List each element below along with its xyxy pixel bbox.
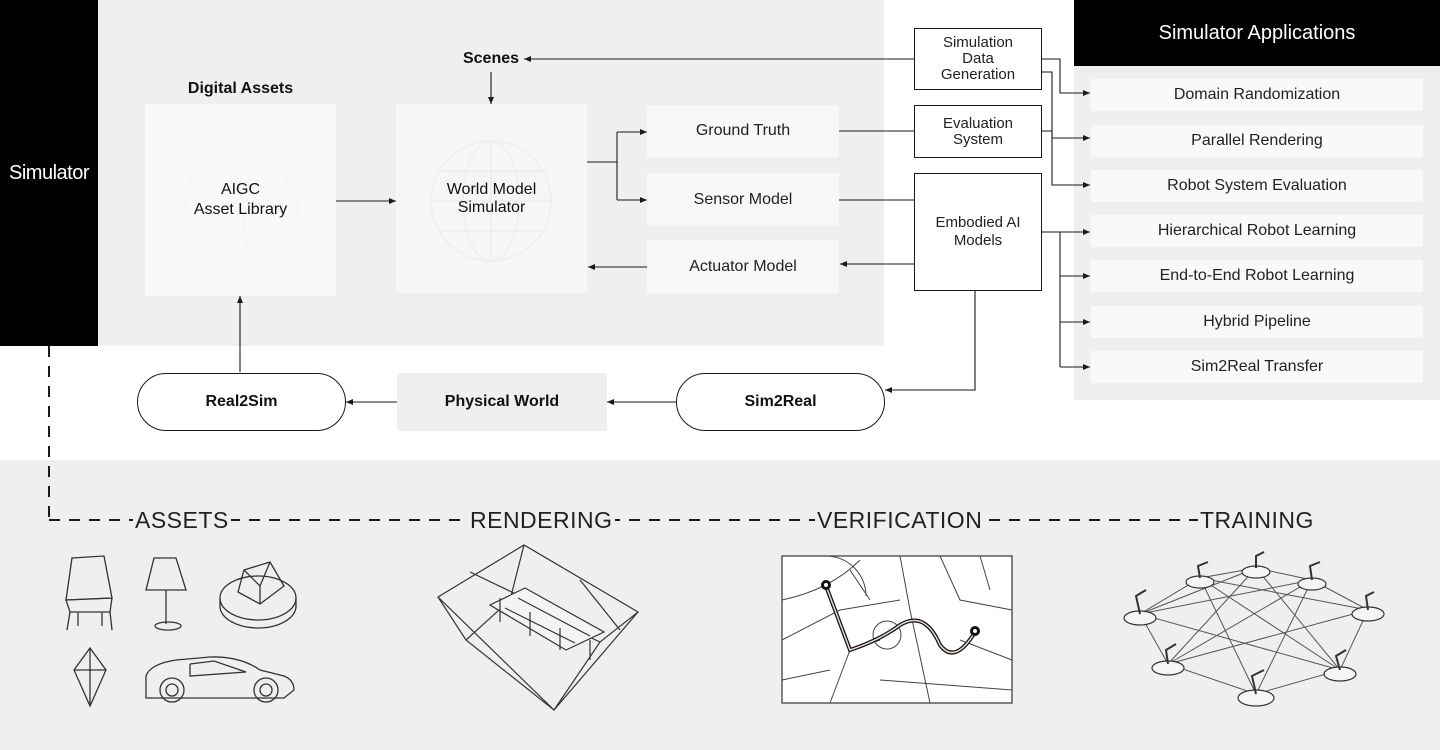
sensor-model-node[interactable]: Sensor Model bbox=[647, 173, 839, 226]
sim-data-generation-box[interactable]: Simulation Data Generation bbox=[914, 28, 1042, 90]
simulator-tab: Simulator bbox=[0, 0, 98, 346]
stage-label-rendering: RENDERING bbox=[468, 506, 615, 534]
app-item-domain-randomization[interactable]: Domain Randomization bbox=[1091, 79, 1423, 111]
physical-world-node[interactable]: Physical World bbox=[397, 373, 607, 431]
world-model-box[interactable] bbox=[396, 104, 587, 293]
stage-label-assets: ASSETS bbox=[133, 506, 231, 534]
world-model-label: World Model Simulator bbox=[446, 180, 537, 216]
assets-illustration bbox=[65, 555, 297, 708]
app-item-sim2real-transfer[interactable]: Sim2Real Transfer bbox=[1091, 351, 1423, 383]
ground-truth-node[interactable]: Ground Truth bbox=[647, 105, 839, 157]
app-item-parallel-rendering[interactable]: Parallel Rendering bbox=[1091, 125, 1423, 157]
evaluation-system-box[interactable]: Evaluation System bbox=[914, 105, 1042, 158]
app-item-end-to-end-robot-learning[interactable]: End-to-End Robot Learning bbox=[1091, 260, 1423, 292]
timeline-dashes bbox=[48, 346, 1200, 521]
stage-label-training: TRAINING bbox=[1198, 506, 1316, 534]
app-item-hierarchical-robot-learning[interactable]: Hierarchical Robot Learning bbox=[1091, 215, 1423, 247]
sim2real-pill[interactable]: Sim2Real bbox=[676, 373, 885, 431]
asset-library-box[interactable] bbox=[145, 104, 336, 296]
verification-illustration bbox=[781, 555, 1013, 704]
stage-label-verification: VERIFICATION bbox=[815, 506, 985, 534]
digital-assets-title: Digital Assets bbox=[187, 80, 294, 97]
real2sim-pill[interactable]: Real2Sim bbox=[137, 373, 346, 431]
app-item-robot-system-evaluation[interactable]: Robot System Evaluation bbox=[1091, 170, 1423, 202]
app-item-hybrid-pipeline[interactable]: Hybrid Pipeline bbox=[1091, 306, 1423, 338]
embodied-ai-box[interactable]: Embodied AI Models bbox=[914, 173, 1042, 291]
rendering-illustration bbox=[437, 544, 639, 711]
applications-header: Simulator Applications bbox=[1074, 0, 1440, 66]
applications-title: Simulator Applications bbox=[1158, 21, 1356, 44]
training-illustration bbox=[1123, 551, 1385, 707]
actuator-model-node[interactable]: Actuator Model bbox=[647, 240, 839, 293]
simulator-tab-label: Simulator bbox=[9, 161, 89, 184]
scenes-label: Scenes bbox=[462, 50, 520, 67]
asset-library-label: AIGC Asset Library bbox=[193, 181, 288, 218]
